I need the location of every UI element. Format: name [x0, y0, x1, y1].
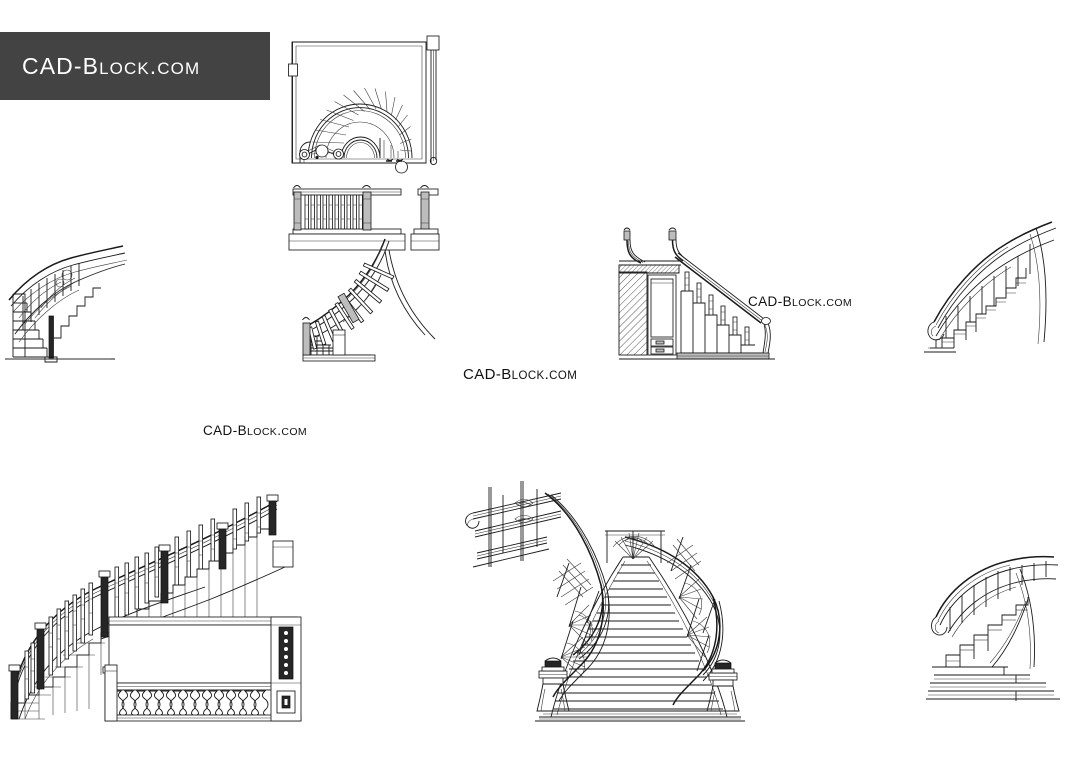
watermark-right-com: COM [826, 297, 853, 309]
watermark-right-dot: . [822, 294, 827, 309]
stair-grand-curved-center [465, 475, 757, 723]
stair-plan-horseshoe [288, 30, 448, 174]
stair-elevation-small-left [5, 238, 130, 366]
watermark-left-lock: LOCK [247, 426, 278, 438]
watermark-right-main: CAD-B [748, 294, 793, 309]
watermark-center-main: CAD-B [463, 366, 512, 383]
stair-curved-flared-right [920, 555, 1075, 723]
stair-grand-curved-left [5, 475, 307, 723]
stair-elevation-landing-balustrade [285, 175, 457, 363]
watermark-left-com: COM [281, 426, 308, 438]
logo-text-dot: . [149, 52, 158, 79]
stair-elevation-curved-thin [920, 218, 1075, 368]
watermark-left-dot: . [277, 423, 282, 438]
watermark-center-com: COM [549, 370, 578, 382]
logo-text: CAD-BLOCK.COM [0, 53, 200, 80]
logo-text-main: CAD-B [22, 52, 100, 79]
cad-block-logo: CAD-BLOCK.COM [0, 32, 270, 100]
watermark-center-dot: . [544, 366, 550, 383]
watermark-center-lock: LOCK [511, 370, 545, 382]
stair-section-wall-door [615, 225, 790, 370]
watermark-right-lock: LOCK [792, 297, 823, 309]
logo-text-lock: LOCK [99, 58, 150, 78]
logo-text-com: COM [157, 58, 201, 78]
watermark-right: CAD-BLOCK.COM [748, 294, 852, 309]
watermark-left: CAD-BLOCK.COM [203, 423, 307, 438]
watermark-center: CAD-BLOCK.COM [463, 366, 577, 383]
watermark-left-main: CAD-B [203, 423, 248, 438]
